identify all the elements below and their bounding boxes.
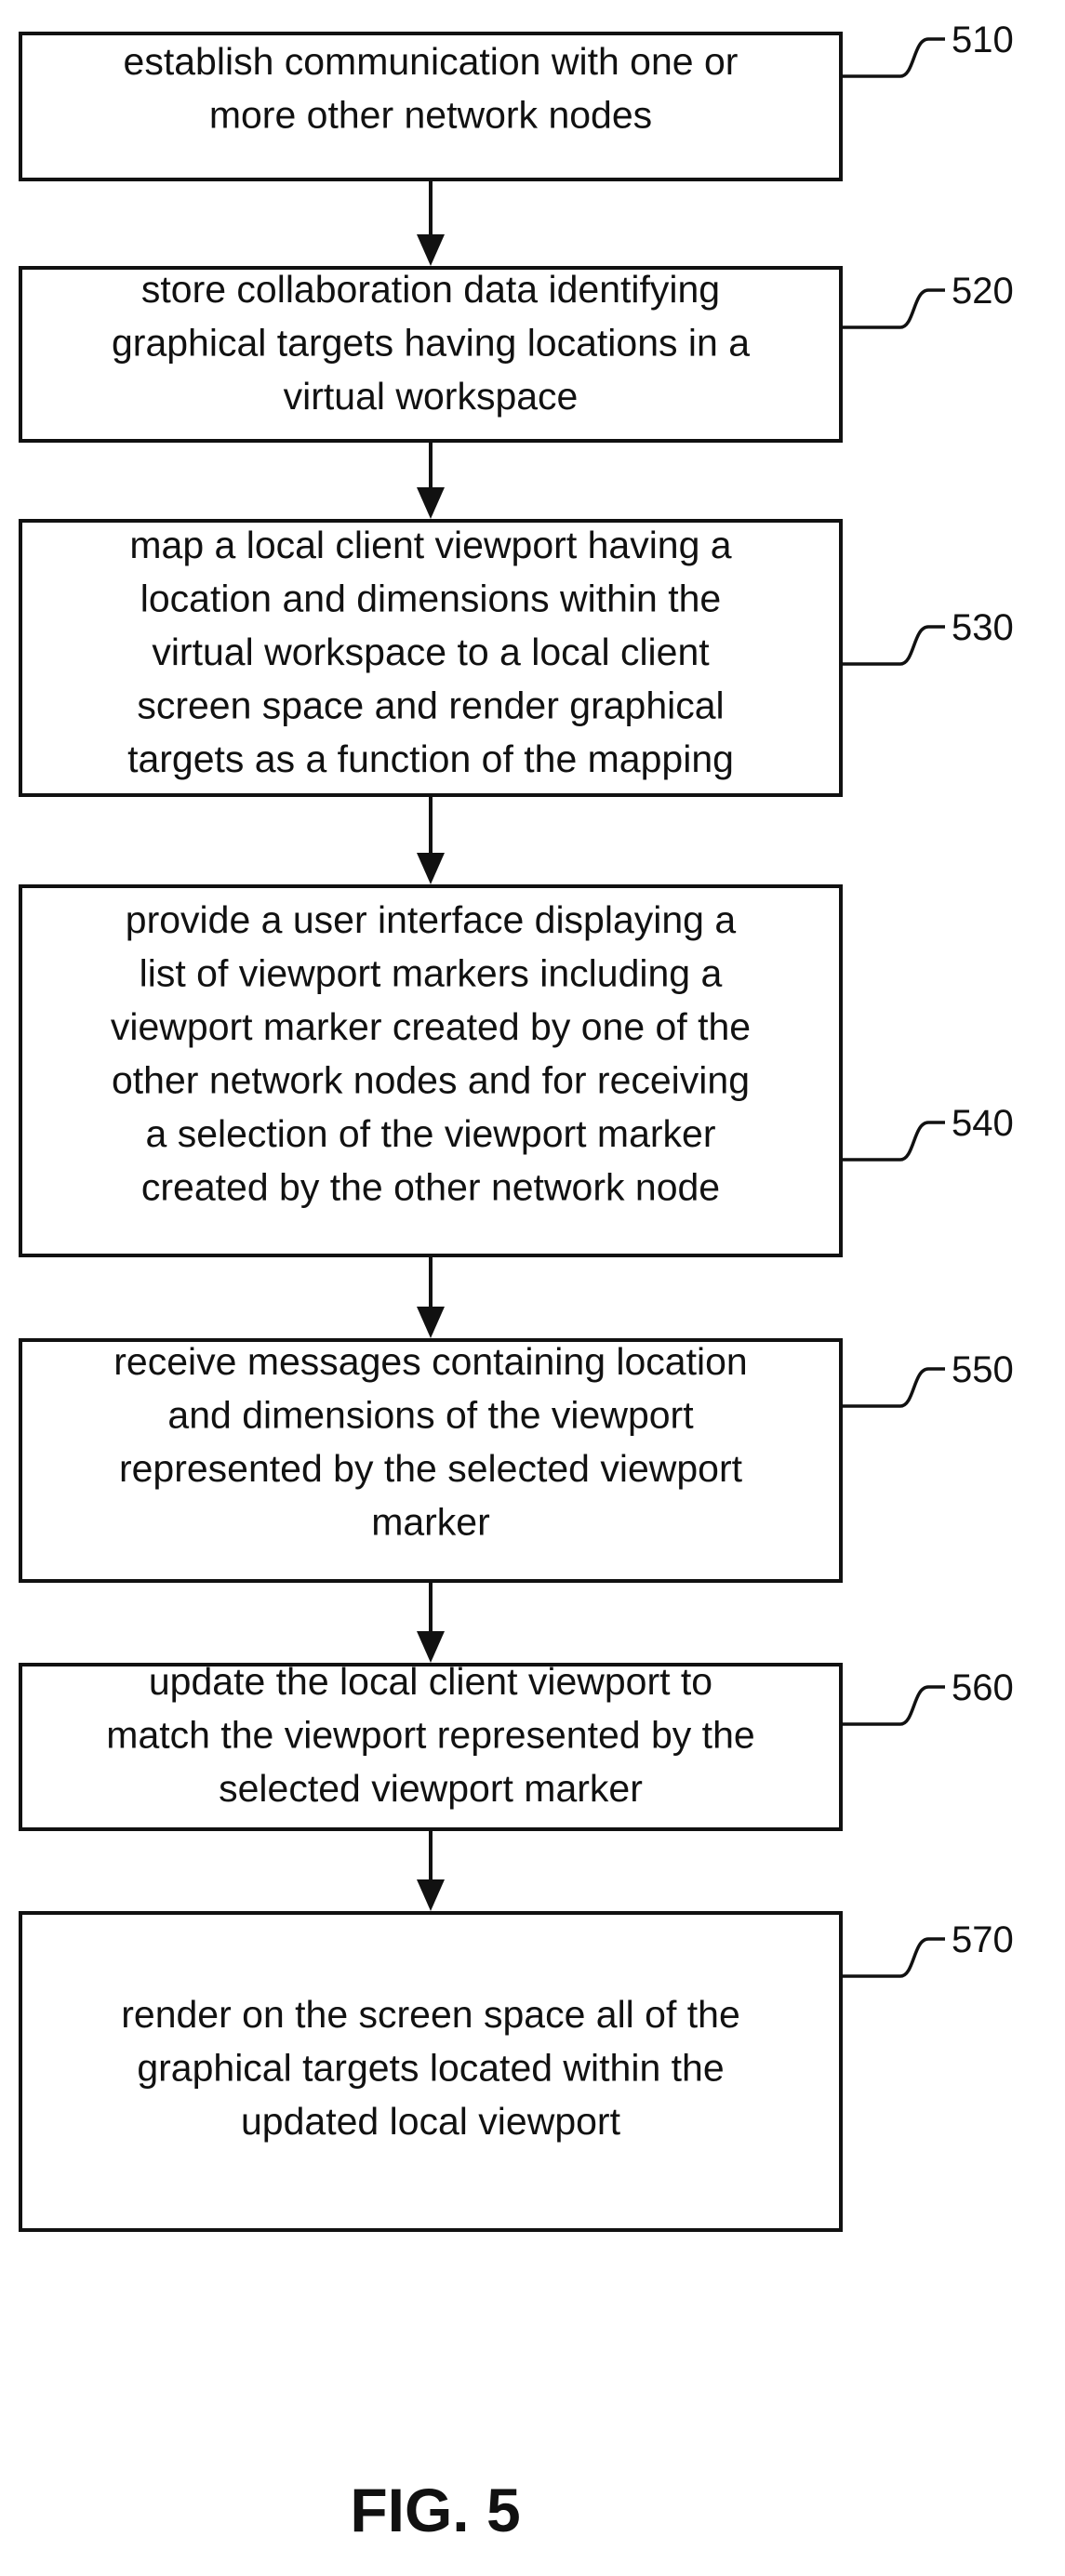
step-560-text-line: update the local client viewport to: [149, 1660, 712, 1703]
flow-arrow: [417, 179, 445, 266]
step-520: store collaboration data identifying grap…: [20, 268, 841, 441]
step-570-text-line: graphical targets located within the: [137, 2047, 724, 2090]
step-550-leader-line: [841, 1369, 945, 1406]
step-510-text-line: establish communication with one or: [124, 40, 739, 83]
step-550-text-line: represented by the selected viewport: [119, 1447, 743, 1490]
step-530-text-line: screen space and render graphical: [137, 684, 724, 727]
figure-label: FIG. 5: [350, 2476, 520, 2544]
step-540-text-line: created by the other network node: [141, 1166, 720, 1209]
flow-arrow: [417, 1829, 445, 1911]
step-530-leader-line: [841, 627, 945, 664]
step-570-leader-line: [841, 1939, 945, 1976]
step-550-text-line: and dimensions of the viewport: [167, 1394, 694, 1437]
flow-arrow: [417, 1581, 445, 1663]
step-530: map a local client viewport having a loca…: [20, 521, 841, 795]
step-570-text-line: updated local viewport: [241, 2100, 621, 2143]
step-520-text-line: virtual workspace: [284, 375, 579, 418]
step-510-leader-line: [841, 39, 945, 76]
flow-arrow-head: [417, 853, 445, 884]
step-520-text-line: store collaboration data identifying: [141, 268, 720, 311]
step-520-leader-line: [841, 290, 945, 327]
step-520-reference-numeral: 520: [952, 271, 1014, 312]
step-550: receive messages containing location and …: [20, 1340, 841, 1581]
flow-arrow-head: [417, 1307, 445, 1338]
step-540: provide a user interface displaying a lis…: [20, 886, 841, 1255]
step-550-text-line: marker: [371, 1501, 490, 1544]
step-560: update the local client viewport to match…: [20, 1660, 841, 1829]
flow-arrow: [417, 795, 445, 884]
step-570-reference-numeral: 570: [952, 1919, 1014, 1960]
step-550-reference-numeral: 550: [952, 1349, 1014, 1390]
step-530-text-line: targets as a function of the mapping: [127, 737, 734, 780]
step-550-text-line: receive messages containing location: [113, 1340, 747, 1383]
step-540-text-line: a selection of the viewport marker: [146, 1112, 716, 1155]
flow-arrow: [417, 441, 445, 519]
step-510: establish communication with one or more …: [20, 33, 841, 179]
step-570-text-line: render on the screen space all of the: [121, 1993, 740, 2036]
step-540-reference-numeral: 540: [952, 1103, 1014, 1144]
step-560-leader-line: [841, 1687, 945, 1724]
step-570: render on the screen space all of the gra…: [20, 1913, 841, 2230]
step-560-text-line: match the viewport represented by the: [106, 1714, 754, 1757]
flow-arrow-head: [417, 234, 445, 266]
flow-arrow-head: [417, 487, 445, 519]
step-540-text-line: viewport marker created by one of the: [111, 1005, 751, 1048]
flow-arrow-head: [417, 1631, 445, 1663]
flow-arrow: [417, 1255, 445, 1338]
step-530-reference-numeral: 530: [952, 607, 1014, 648]
step-530-text-line: virtual workspace to a local client: [152, 631, 710, 673]
step-540-text-line: provide a user interface displaying a: [126, 898, 737, 941]
step-560-reference-numeral: 560: [952, 1667, 1014, 1708]
step-510-reference-numeral: 510: [952, 20, 1014, 60]
reference-numerals: 510 520 530 540 550 560 570: [841, 20, 1014, 1976]
flow-arrow-head: [417, 1879, 445, 1911]
step-560-text-line: selected viewport marker: [219, 1767, 643, 1810]
step-530-text-line: map a local client viewport having a: [129, 524, 731, 566]
step-520-text-line: graphical targets having locations in a: [112, 322, 750, 365]
step-540-text-line: list of viewport markers including a: [140, 952, 723, 995]
step-540-text-line: other network nodes and for receiving: [112, 1059, 750, 1102]
step-510-text-line: more other network nodes: [209, 94, 652, 137]
step-530-text-line: location and dimensions within the: [140, 578, 722, 620]
step-540-leader-line: [841, 1122, 945, 1160]
